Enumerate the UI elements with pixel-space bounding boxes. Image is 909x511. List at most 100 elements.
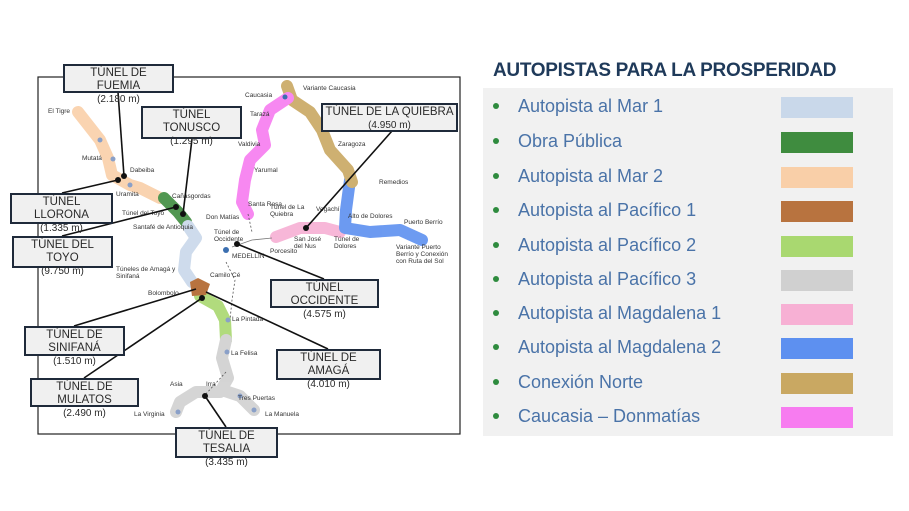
place-label: Yarumal bbox=[254, 167, 278, 174]
legend-label: Autopista al Mar 2 bbox=[518, 166, 664, 186]
callout-tunel-del-toyo: TÚNEL DEL TOYO(9.750 m) bbox=[12, 236, 113, 277]
place-label: Camilo Cé bbox=[210, 272, 241, 279]
place-label: Túnel de La Quiebra bbox=[270, 204, 305, 218]
legend-item: Obra Pública bbox=[483, 127, 893, 157]
place-label: Túnel del Toyo bbox=[122, 210, 165, 217]
place-label: Vegachí bbox=[316, 206, 340, 213]
tunnel-length: (1.295 m) bbox=[170, 136, 213, 147]
tunnel-length: (3.435 m) bbox=[205, 457, 248, 468]
legend-item: Conexión Norte bbox=[483, 368, 893, 398]
tunnel-name: TÚNEL OCCIDENTE bbox=[290, 282, 359, 307]
callout-tunel-tesalia: TÚNEL DE TESALIA (3.435 m) bbox=[175, 427, 278, 468]
tunnel-name: TÚNEL DE SINIFANÁ bbox=[46, 329, 103, 354]
place-label: Túneles de Amagá y Sinifaná bbox=[116, 266, 176, 280]
place-label: La Manuela bbox=[265, 411, 299, 418]
place-label: Porcesito bbox=[270, 248, 297, 255]
place-label: Uramita bbox=[116, 191, 139, 198]
tunnel-name: TÚNEL LLORONA bbox=[34, 196, 89, 221]
place-label: Cañasgordas bbox=[172, 193, 211, 200]
legend-swatch bbox=[781, 338, 853, 359]
place-label: Variante Caucasia bbox=[303, 85, 356, 92]
bullet-icon bbox=[493, 207, 499, 213]
legend-label: Autopista al Pacífico 2 bbox=[518, 235, 697, 255]
callout-tunel-mulatos: TÚNEL DE MULATOS(2.490 m) bbox=[30, 378, 139, 419]
place-label: Dabeiba bbox=[130, 167, 155, 174]
place-label: Alto de Dolores bbox=[348, 213, 393, 220]
tunnel-length: (2.490 m) bbox=[63, 408, 106, 419]
place-label: Santafé de Antioquia bbox=[133, 224, 193, 231]
callout-tunel-amaga: TÚNEL DE AMAGÁ (4.010 m) bbox=[276, 349, 381, 390]
road-magdalena-1 bbox=[270, 222, 346, 243]
place-label: La Virginia bbox=[134, 411, 165, 418]
bullet-icon bbox=[493, 138, 499, 144]
road-obra-publica bbox=[158, 192, 192, 228]
place-label: La Felisa bbox=[231, 350, 258, 357]
callout-tunel-la-quiebra: TÚNEL DE LA QUIEBRA (4.950 m) bbox=[321, 103, 458, 132]
tunnel-length: (1.510 m) bbox=[53, 356, 96, 367]
tunnel-name: TÚNEL DE LA QUIEBRA bbox=[325, 106, 454, 118]
bullet-icon bbox=[493, 310, 499, 316]
place-label: Caucasia bbox=[245, 92, 272, 99]
place-label: La Pintada bbox=[232, 316, 263, 323]
legend-label: Obra Pública bbox=[518, 131, 623, 151]
place-label: MEDELLÍN bbox=[232, 251, 265, 260]
tunnel-length: (2.180 m) bbox=[97, 94, 140, 105]
road-pacifico-2 bbox=[194, 290, 232, 346]
callout-tunel-tonusco: TÚNEL TONUSCO (1.295 m) bbox=[141, 106, 242, 147]
legend-label: Autopista al Magdalena 2 bbox=[518, 337, 722, 357]
tunnel-length: (4.575 m) bbox=[303, 309, 346, 320]
legend-label: Conexión Norte bbox=[518, 372, 644, 392]
road-caucasia-donmatias bbox=[236, 92, 294, 220]
place-label: Valdivia bbox=[238, 141, 261, 148]
tunnel-length: (1.335 m) bbox=[40, 223, 83, 234]
tunnel-name: TÚNEL TONUSCO bbox=[162, 109, 221, 134]
place-label: Zaragoza bbox=[338, 141, 366, 148]
place-label: El Tigre bbox=[48, 108, 70, 115]
legend-swatch bbox=[781, 132, 853, 153]
legend-item: Autopista al Pacífico 2 bbox=[483, 231, 893, 261]
legend-label: Autopista al Pacífico 1 bbox=[518, 200, 697, 220]
tunnel-length: (4.010 m) bbox=[307, 379, 350, 390]
legend-label: Autopista al Pacífico 3 bbox=[518, 269, 697, 289]
callout-tunel-sinifana: TÚNEL DE SINIFANÁ (1.510 m) bbox=[24, 326, 125, 367]
tunnel-length: (9.750 m) bbox=[41, 266, 84, 277]
legend-item: Autopista al Pacífico 1 bbox=[483, 196, 893, 226]
place-label: Santa Rosa bbox=[248, 201, 282, 208]
legend-item: Autopista al Magdalena 2 bbox=[483, 333, 893, 363]
tunnel-name: TÚNEL DE TESALIA bbox=[198, 430, 255, 455]
legend-item: Autopista al Magdalena 1 bbox=[483, 299, 893, 329]
legend-swatch bbox=[781, 201, 853, 222]
place-label: Puerto Berrío bbox=[404, 219, 443, 226]
legend-label: Autopista al Magdalena 1 bbox=[518, 303, 722, 323]
legend-swatch bbox=[781, 97, 853, 118]
bullet-icon bbox=[493, 379, 499, 385]
legend-swatch bbox=[781, 373, 853, 394]
legend-swatch bbox=[781, 304, 853, 325]
place-label: Don Matías bbox=[206, 214, 240, 221]
bullet-icon bbox=[493, 242, 499, 248]
place-label: Túnel de Occidente bbox=[214, 229, 244, 243]
legend-item: Autopista al Mar 2 bbox=[483, 162, 893, 192]
legend-swatch bbox=[781, 236, 853, 257]
legend-item: Caucasia – Donmatías bbox=[483, 402, 893, 432]
tunnel-length: (4.950 m) bbox=[368, 120, 411, 131]
place-label: Remedios bbox=[379, 179, 409, 186]
road-pacifico-1 bbox=[190, 278, 210, 296]
place-label: Irra bbox=[206, 381, 216, 388]
callout-tunel-fuemia: TÚNEL DE FUEMIA(2.180 m) bbox=[63, 64, 174, 105]
place-label: Tres Puertas bbox=[238, 395, 276, 402]
road-magdalena-2 bbox=[339, 174, 428, 246]
place-label: Mutatá bbox=[82, 155, 102, 162]
place-label: San José del Nus bbox=[294, 236, 322, 250]
legend-swatch bbox=[781, 407, 853, 428]
place-label: Tarazá bbox=[250, 111, 270, 118]
road-mar-1 bbox=[178, 220, 202, 288]
tunnel-name: TÚNEL DE AMAGÁ bbox=[300, 352, 357, 377]
place-label: Túnel de Dolores bbox=[334, 236, 360, 250]
legend-item: Autopista al Mar 1 bbox=[483, 92, 893, 122]
legend-swatch bbox=[781, 167, 853, 188]
bullet-icon bbox=[493, 276, 499, 282]
legend-label: Caucasia – Donmatías bbox=[518, 406, 701, 426]
